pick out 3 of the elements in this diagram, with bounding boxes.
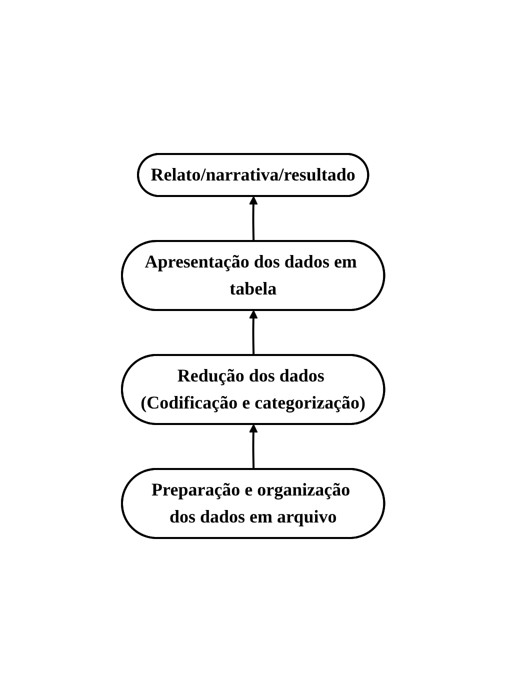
arrow (249, 196, 258, 242)
arrow (249, 424, 258, 470)
arrow (249, 310, 258, 356)
